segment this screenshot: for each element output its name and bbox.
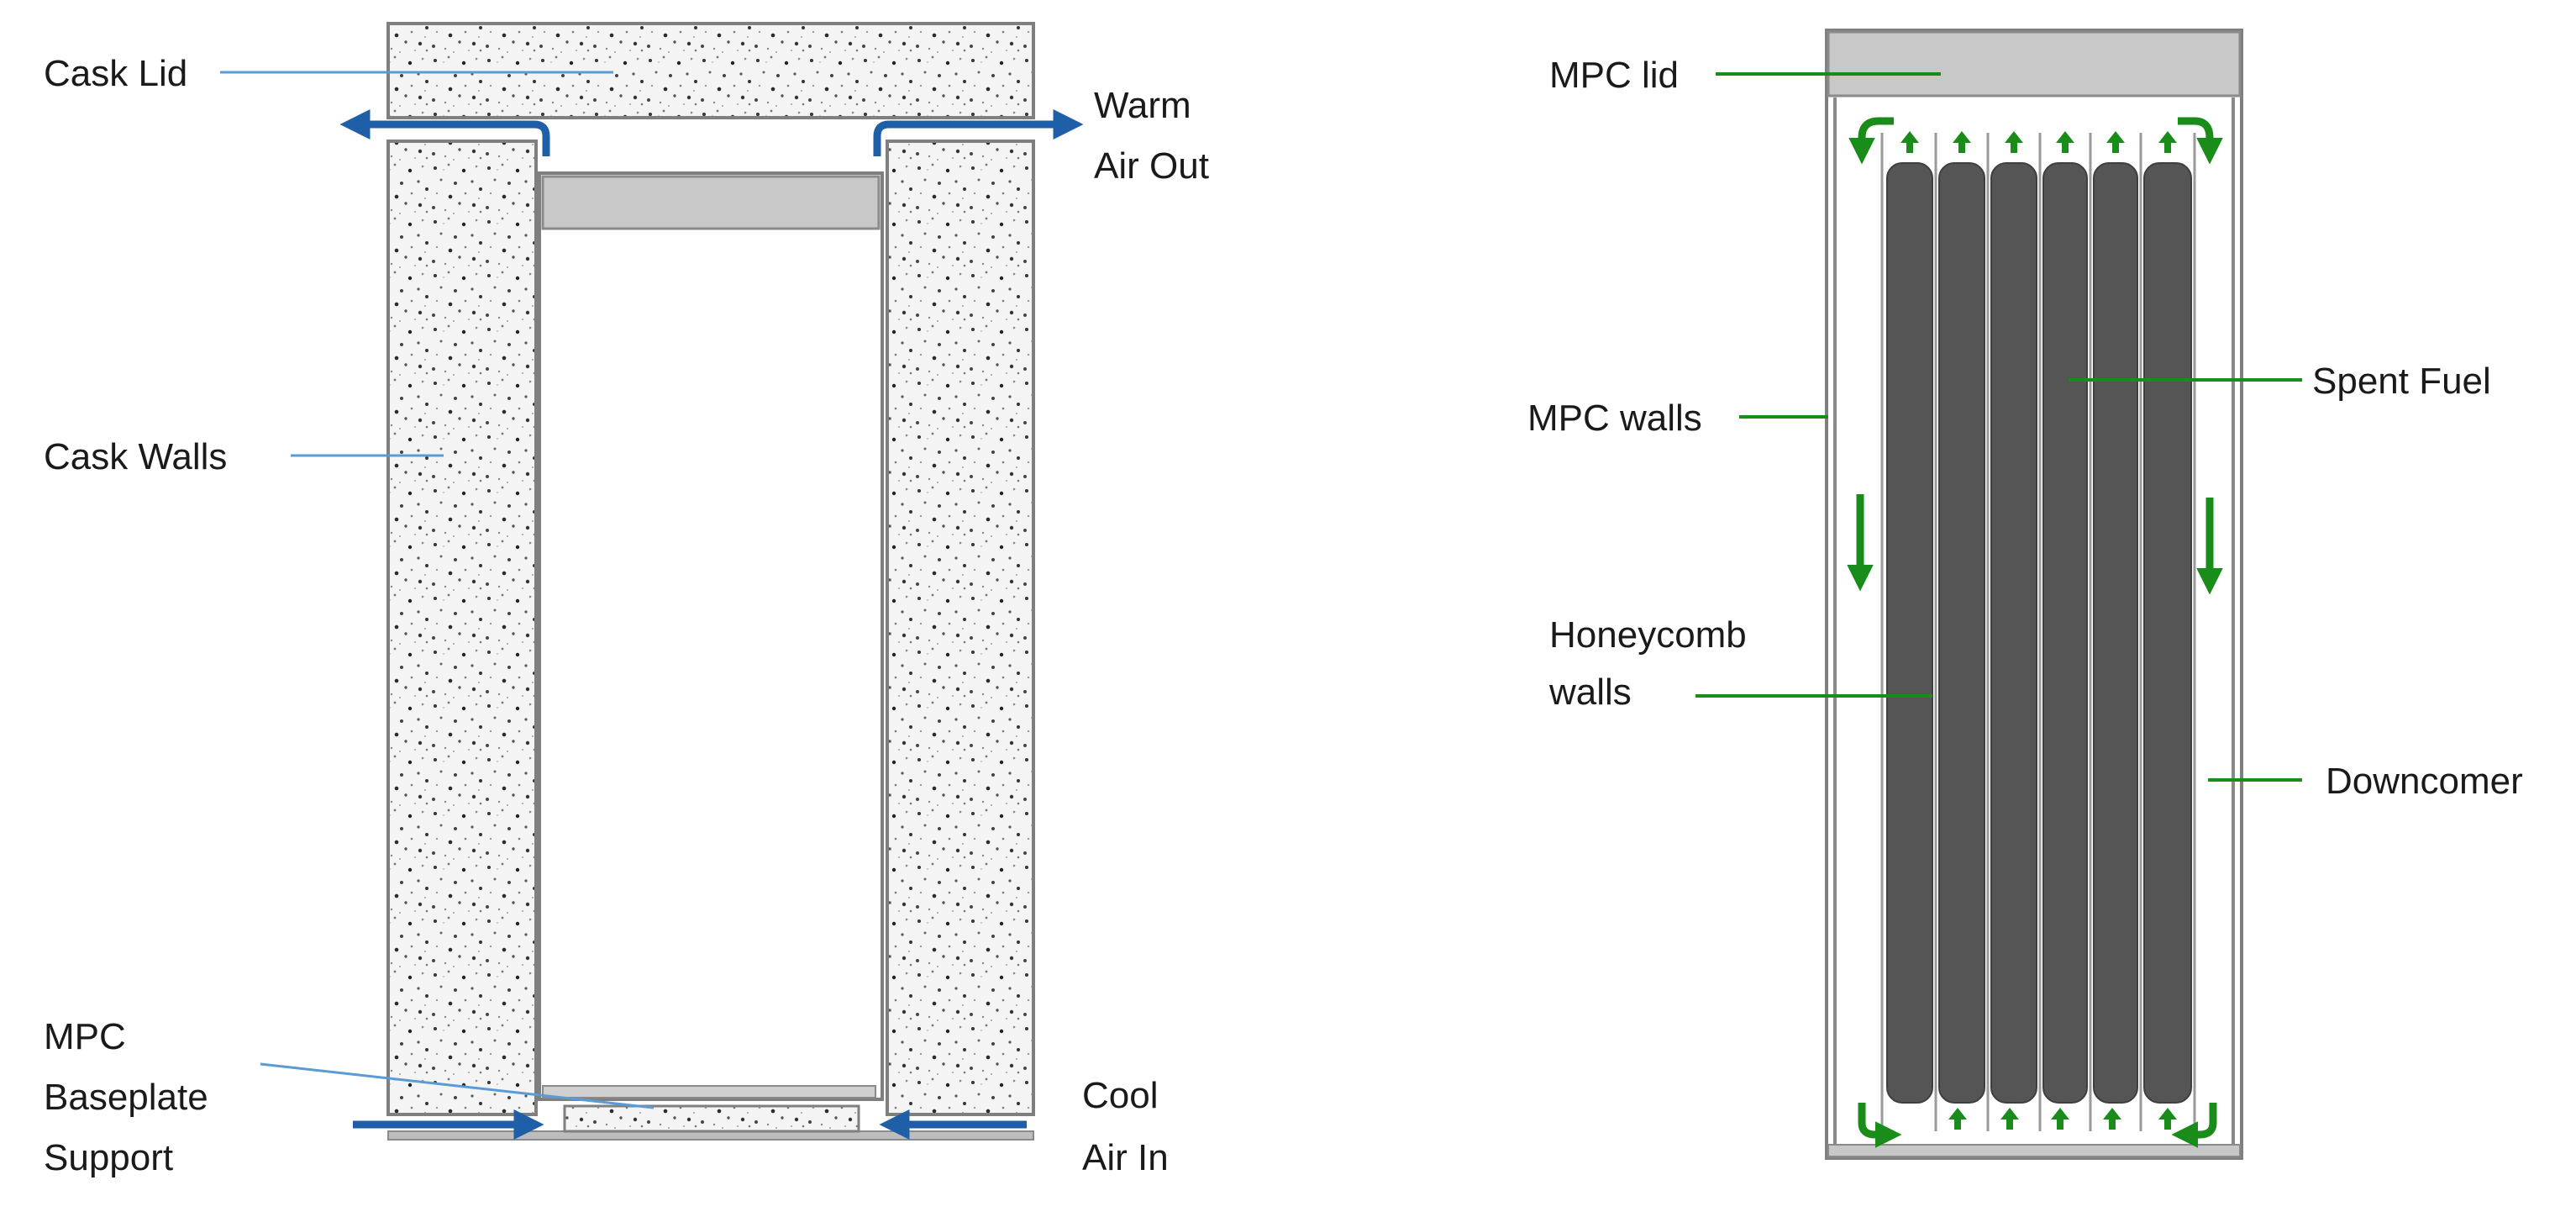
mpc-canister — [538, 171, 884, 1101]
flow-arrow-icon — [2178, 117, 2223, 165]
label-mpc-walls: MPC walls — [1527, 398, 1702, 439]
flow-arrow-icon — [873, 109, 1084, 156]
mpc-diagram: MPC lid MPC walls Spent Fuel Honeycomb w… — [1527, 29, 2523, 1160]
label-mpc-lid: MPC lid — [1549, 55, 1679, 96]
leader-baseplate — [260, 1062, 655, 1109]
mpc-base-right — [1827, 1144, 2241, 1157]
baseplate-support — [563, 1104, 860, 1133]
label-mpc-baseplate-support: MPC Baseplate Support — [44, 1016, 218, 1178]
flow-arrow-icon — [1848, 117, 1894, 165]
up-arrows-top — [1900, 131, 2177, 153]
label-cool-air-in: Cool Air In — [1082, 1075, 1169, 1178]
label-honeycomb-walls: Honeycomb walls — [1548, 614, 1757, 713]
cask-wall-left — [386, 140, 538, 1116]
fuel-rod — [1886, 162, 1933, 1104]
honeycomb-walls — [1880, 133, 2196, 1131]
up-arrow-icon — [2051, 1108, 2069, 1130]
up-arrow-icon — [2103, 1108, 2121, 1130]
up-arrow-icon — [2158, 1108, 2177, 1130]
cask-lid — [386, 22, 1035, 119]
label-spent-fuel: Spent Fuel — [2312, 361, 2491, 402]
fuel-rod — [1990, 162, 2037, 1104]
fuel-rod — [2042, 162, 2088, 1104]
up-arrow-icon — [2000, 1108, 2019, 1130]
cask-wall-right — [886, 140, 1035, 1116]
up-arrow-icon — [2106, 131, 2125, 153]
spent-fuel-assemblies — [1886, 162, 2192, 1104]
label-cask-lid: Cask Lid — [44, 53, 187, 94]
mpc-bottom-plate — [542, 1085, 876, 1098]
up-arrow-icon — [2005, 131, 2023, 153]
fuel-rod — [2093, 162, 2138, 1104]
mpc-lid-left — [541, 175, 881, 230]
label-cask-walls: Cask Walls — [44, 436, 227, 477]
up-arrow-icon — [1900, 131, 1919, 153]
cask-diagram: Cask Lid Cask Walls Warm Air Out MPC Bas… — [44, 22, 1209, 1178]
up-arrow-icon — [1953, 131, 1971, 153]
up-arrow-icon — [2158, 131, 2177, 153]
flow-arrow-icon — [339, 109, 550, 156]
mpc-lid-right — [1827, 30, 2242, 97]
flow-arrow-icon — [2171, 1103, 2217, 1148]
up-arrow-icon — [2056, 131, 2074, 153]
up-arrows-bottom — [1948, 1108, 2177, 1130]
flow-arrow-icon — [1858, 1103, 1902, 1148]
fuel-rod — [1938, 162, 1985, 1104]
label-warm-air-out: Warm Air Out — [1094, 85, 1209, 187]
up-arrow-icon — [1948, 1108, 1967, 1130]
label-downcomer: Downcomer — [2326, 761, 2523, 802]
fuel-rod — [2143, 162, 2192, 1104]
